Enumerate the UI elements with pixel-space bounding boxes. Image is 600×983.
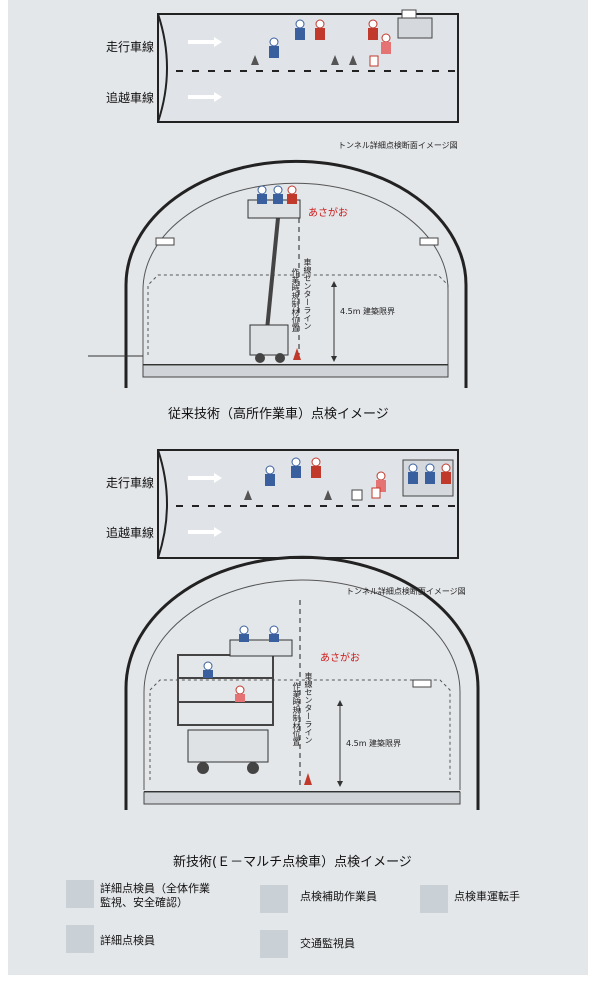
conventional-caption: 従来技術（高所作業車）点検イメージ: [168, 407, 389, 422]
regulation-label: 作業時規制材位置: [291, 268, 300, 332]
worker-icon: [441, 463, 451, 484]
lane-label-driving: 走行車線: [106, 40, 155, 54]
clearance-label: 4.5m 建築限界: [340, 307, 396, 316]
clearance-limit: [147, 274, 449, 355]
upper-platform: [229, 639, 293, 657]
tunnel-light-icon: [155, 237, 175, 246]
worker-icon: [273, 185, 283, 204]
sign-icon: [351, 489, 363, 501]
worker-icon: [257, 185, 267, 204]
worker-icon: [239, 625, 249, 642]
lane-label-passing: 追越車線: [106, 91, 155, 105]
vehicle-plan: [397, 17, 433, 39]
traffic-arrow: [188, 37, 222, 47]
cone-icon: [244, 490, 252, 500]
road-slab: [143, 791, 461, 805]
new-technique-diagram: [124, 449, 480, 810]
wheel-icon: [275, 353, 285, 363]
legend-inspector: 詳細点検員: [100, 934, 155, 947]
vehicle-cab: [401, 9, 417, 19]
worker-icon: [408, 463, 418, 484]
arrow-down: [337, 781, 343, 787]
scaffold-frame: [177, 654, 274, 726]
clearance-label: 4.5m 建築限界: [346, 739, 402, 748]
section-title: トンネル詳細点検断面イメージ図: [338, 141, 458, 150]
cone-icon: [324, 490, 332, 500]
traffic-arrow: [188, 527, 222, 537]
new-technique-panel: 走行車線 追越車線 トンネル詳細点検断面イメージ図 あさがお 車線センターライン…: [8, 440, 588, 975]
worker-icon: [311, 457, 321, 478]
worker-icon: [235, 685, 245, 702]
worker-icon: [203, 661, 213, 678]
cone-icon: [349, 55, 357, 65]
worker-icon: [269, 625, 279, 642]
legend-inspector-lead: 詳細点検員（全体作業監視、安全確認）: [100, 882, 210, 909]
truck-body: [249, 324, 289, 356]
wheel-icon: [197, 762, 209, 774]
inspector-icon: [66, 925, 94, 953]
sign-icon: [369, 55, 379, 67]
boom-arm: [264, 217, 280, 341]
worker-icon: [376, 471, 386, 492]
tunnel-light-icon: [412, 679, 432, 688]
traffic-monitor-icon: [260, 930, 288, 958]
road-slab: [142, 364, 449, 378]
vehicle-name: あさがお: [308, 208, 348, 219]
tunnel-portal: [157, 449, 168, 559]
inspector-lead-icon: [66, 880, 94, 908]
legend-vehicle-driver: 点検車運転手: [454, 890, 520, 903]
lane-label-driving: 走行車線: [106, 476, 155, 490]
worker-icon: [269, 37, 279, 58]
traffic-arrow: [188, 473, 222, 483]
worker-icon: [265, 465, 275, 486]
legend-assistant-worker: 点検補助作業員: [300, 890, 377, 903]
truck-body: [187, 729, 269, 763]
worker-icon: [315, 19, 325, 40]
worker-icon: [287, 185, 297, 204]
tunnel-portal: [157, 13, 168, 123]
conventional-diagram: [88, 9, 468, 388]
cone-icon: [293, 348, 301, 360]
wheel-icon: [255, 353, 265, 363]
clearance-limit: [149, 679, 451, 780]
worker-icon: [368, 19, 378, 40]
worker-icon: [425, 463, 435, 484]
tunnel-inner-line: [143, 579, 461, 790]
cone-icon: [331, 55, 339, 65]
arrow-up: [337, 700, 343, 706]
legend-traffic-monitor: 交通監視員: [300, 937, 355, 950]
wheel-icon: [247, 762, 259, 774]
worker-icon: [295, 19, 305, 40]
centerline-label: 車線センターライン: [303, 258, 312, 330]
lane-label-passing: 追越車線: [106, 526, 155, 540]
new-technique-caption: 新技術(Ｅ－マルチ点検車）点検イメージ: [173, 855, 412, 870]
assistant-worker-icon: [260, 885, 288, 913]
arrow-up: [331, 281, 337, 287]
vehicle-name: あさがお: [320, 653, 360, 664]
regulation-label: 作業時規制材位置: [292, 682, 301, 746]
cone-icon: [251, 55, 259, 65]
tunnel-lining: [124, 159, 468, 388]
traffic-arrow: [188, 92, 222, 102]
sign-icon: [371, 487, 381, 499]
worker-icon: [291, 457, 301, 478]
centerline-label: 車線センターライン: [304, 672, 313, 744]
vehicle-driver-icon: [420, 885, 448, 913]
conventional-panel: 走行車線 追越車線 トンネル詳細点検断面イメージ図 あさがお 車線センターライン…: [8, 0, 588, 440]
arrow-down: [331, 356, 337, 362]
section-title: トンネル詳細点検断面イメージ図: [346, 587, 466, 596]
tunnel-lining: [124, 555, 480, 810]
cone-icon: [304, 773, 312, 785]
tunnel-light-icon: [419, 237, 439, 246]
worker-icon: [381, 33, 391, 54]
